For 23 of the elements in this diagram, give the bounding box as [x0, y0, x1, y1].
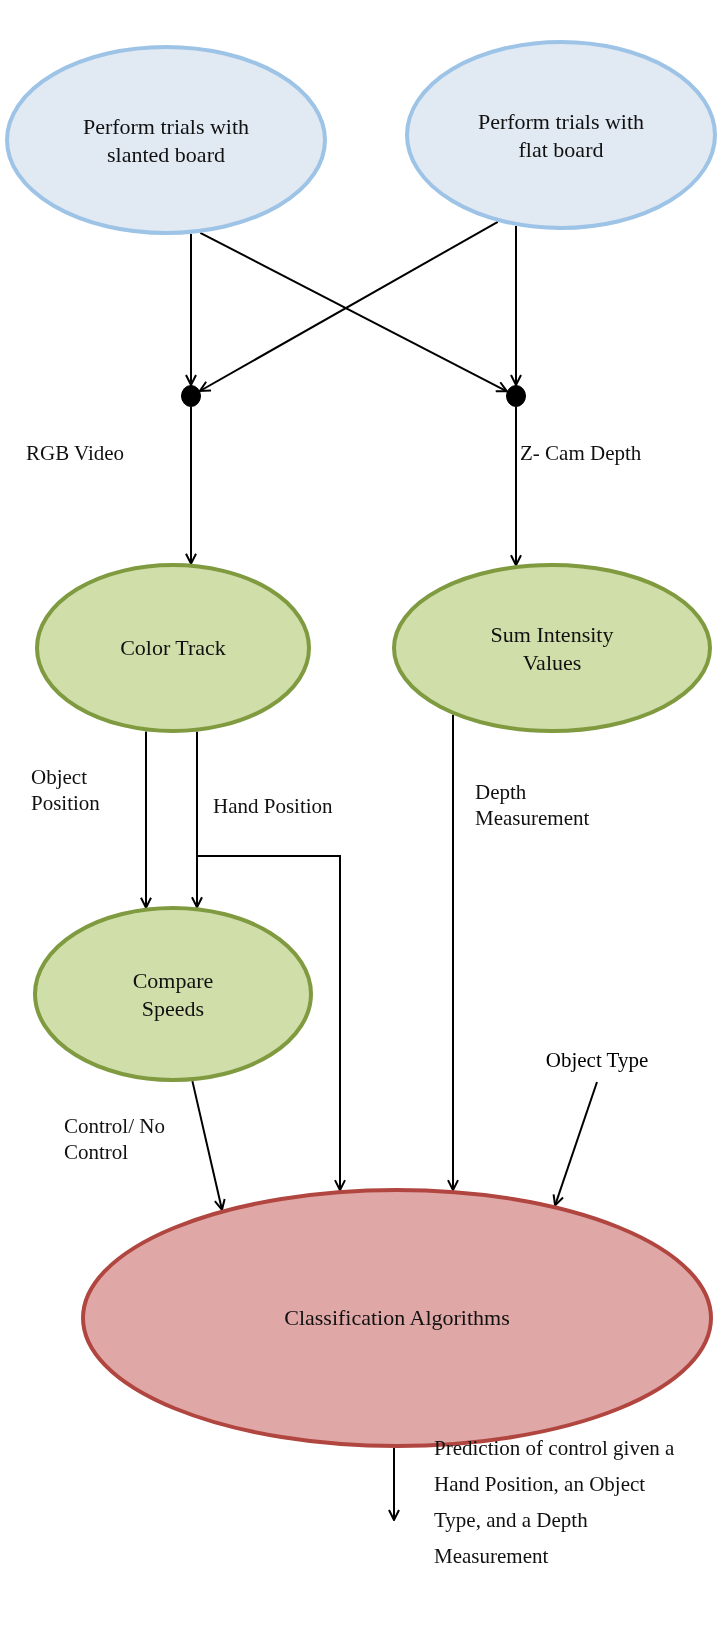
arrow [447, 713, 459, 1192]
edge-label: RGB Video [26, 440, 125, 467]
edge-label: Z- Cam Depth [520, 440, 642, 467]
arrow [510, 225, 522, 386]
arrow [185, 232, 197, 386]
arrow [388, 1447, 400, 1521]
edge-label: Prediction of control given a Hand Position, an Object Type, and a Depth Measurement [434, 1435, 676, 1570]
arrow [510, 406, 522, 567]
edge-label: Object Position [31, 764, 101, 817]
edge-label: Hand Position [213, 793, 333, 820]
node-label: Sum Intensity Values [489, 620, 615, 676]
arrow [140, 730, 152, 909]
node-label: Color Track [119, 634, 227, 662]
arrow [552, 1081, 598, 1207]
node-label: Perform trials with flat board [476, 107, 646, 163]
edge-label: Depth Measurement [475, 779, 591, 832]
input-label: Object Type [517, 1046, 677, 1074]
edge-label: Control/ No Control [64, 1113, 166, 1166]
arrow [185, 406, 197, 565]
node-label: Perform trials with slanted board [81, 112, 251, 168]
node-label: Classification Algorithms [283, 1304, 511, 1332]
node-label: Compare Speeds [131, 966, 215, 1022]
arrow [191, 1080, 226, 1211]
